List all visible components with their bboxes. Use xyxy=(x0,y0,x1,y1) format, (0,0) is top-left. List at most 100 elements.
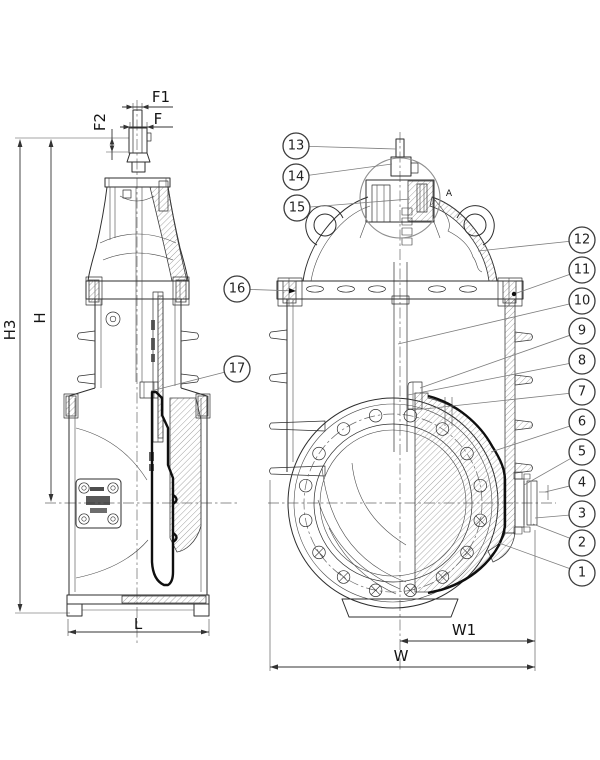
callout-number: 10 xyxy=(574,294,591,309)
leader-line xyxy=(477,240,570,252)
identification-plate xyxy=(75,478,122,529)
dimension-label-L: L xyxy=(134,615,143,633)
body-ribs-right-front xyxy=(514,331,533,474)
wedge-rubber-front xyxy=(427,394,507,595)
leader-line xyxy=(513,273,570,295)
lifting-lug-right xyxy=(456,205,495,246)
callout-balloon xyxy=(568,500,596,528)
body-ribs-left-front xyxy=(269,329,326,477)
gland-plate xyxy=(104,177,171,188)
leader-line xyxy=(419,334,570,389)
detail-circle-A xyxy=(359,157,441,239)
leader-line xyxy=(407,363,570,396)
leader-line xyxy=(523,458,571,486)
dimension-label-F1: F1 xyxy=(152,88,170,106)
left-view-side-section xyxy=(15,103,211,617)
dimension-label-H: H xyxy=(31,312,49,323)
callout-balloon xyxy=(568,347,596,375)
callout-15: 15 xyxy=(283,194,411,222)
dimension-label-A: A xyxy=(446,189,453,199)
leader-line xyxy=(150,371,225,392)
stem-front xyxy=(393,262,408,452)
callout-11: 11 xyxy=(511,256,596,297)
leader-arrowhead xyxy=(288,288,296,294)
callout-16: 16 xyxy=(223,275,297,303)
bypass-boss xyxy=(513,471,549,535)
bolt-hole xyxy=(403,409,418,423)
callout-number: 16 xyxy=(229,282,246,297)
dimension-label-W: W xyxy=(394,647,409,665)
bolt-hole xyxy=(473,478,487,493)
callout-balloon xyxy=(568,378,596,406)
callout-balloon xyxy=(568,469,596,497)
bonnet-flange xyxy=(85,280,190,300)
callout-8: 8 xyxy=(407,347,596,396)
dimension-label-F2: F2 xyxy=(91,113,109,131)
bolt-hole xyxy=(368,583,383,597)
dimension-lines xyxy=(15,104,536,671)
callout-1: 1 xyxy=(498,542,596,587)
callout-number: 9 xyxy=(578,324,586,339)
callout-balloon xyxy=(568,438,596,466)
callout-number: 15 xyxy=(289,201,306,216)
callout-number: 2 xyxy=(578,536,586,551)
callout-10: 10 xyxy=(397,287,596,345)
bolt-hole xyxy=(336,570,351,584)
callout-17: 17 xyxy=(150,355,251,392)
callout-number: 1 xyxy=(578,566,586,581)
bolt-hole xyxy=(312,446,326,461)
bolt-hole xyxy=(299,513,313,528)
wedge-section xyxy=(414,392,505,593)
bolt-hole xyxy=(435,570,450,584)
callout-number: 12 xyxy=(574,233,591,248)
bolt-hole xyxy=(435,422,450,436)
callout-13: 13 xyxy=(282,132,397,160)
callout-balloon xyxy=(223,275,251,303)
dimension-label-W1: W1 xyxy=(452,621,476,639)
flange-bolt-holes xyxy=(299,409,487,597)
bolt-hole xyxy=(368,409,383,423)
callout-balloon xyxy=(282,132,310,160)
callout-7: 7 xyxy=(423,378,596,410)
stem-tip xyxy=(132,109,143,129)
callout-balloon xyxy=(568,559,596,587)
callout-number: 7 xyxy=(578,385,586,400)
base-foot xyxy=(341,598,459,618)
dimension-label-F: F xyxy=(154,110,163,128)
leader-line xyxy=(534,514,570,519)
callout-number: 3 xyxy=(578,507,586,522)
callout-balloon xyxy=(568,408,596,436)
callout-balloon xyxy=(568,317,596,345)
callout-4: 4 xyxy=(544,469,596,497)
bolt-hole xyxy=(336,422,351,436)
wedge-rubber-profile xyxy=(150,390,175,587)
callout-number: 4 xyxy=(578,476,586,491)
callout-balloon xyxy=(568,529,596,557)
body-ribs-left xyxy=(77,330,96,385)
callout-number: 5 xyxy=(578,445,586,460)
leader-line xyxy=(498,542,570,569)
wedge-nut xyxy=(139,381,159,399)
bolt-hole xyxy=(460,446,474,461)
leader-line xyxy=(308,163,393,176)
callout-number: 11 xyxy=(574,263,591,278)
callout-9: 9 xyxy=(419,317,596,389)
leader-line xyxy=(308,145,397,150)
callout-balloon xyxy=(282,163,310,191)
body-lower xyxy=(68,396,208,595)
callout-5: 5 xyxy=(523,438,596,486)
callout-number: 6 xyxy=(578,415,586,430)
leader-dot xyxy=(511,291,517,297)
leader-line xyxy=(544,485,570,493)
callout-number: 14 xyxy=(288,170,305,185)
stem-cap xyxy=(128,127,148,154)
callout-balloon xyxy=(568,287,596,315)
bolt-hole xyxy=(460,545,474,560)
bolt-hole xyxy=(299,478,313,493)
callout-balloon xyxy=(223,355,251,383)
wedge-face-curves xyxy=(317,462,407,595)
